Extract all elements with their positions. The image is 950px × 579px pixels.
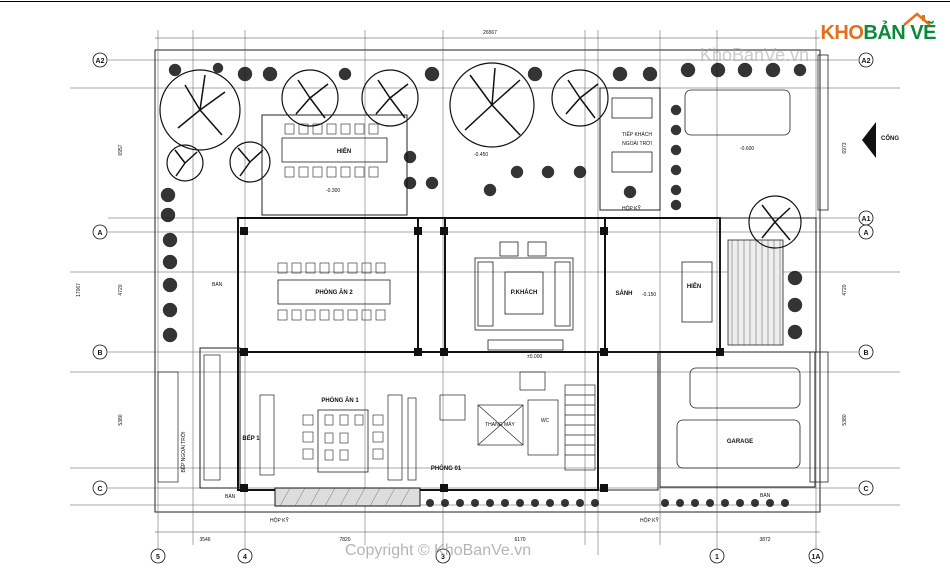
label-ban-1: BÀN — [225, 493, 236, 500]
dim-bottom-3: 6170 — [514, 537, 525, 543]
label-ban-2: BÀN — [760, 492, 771, 499]
room-label-hien-right: HIÊN — [687, 282, 701, 290]
label-cong: CỔNG — [881, 135, 899, 142]
khobanve-logo: KHO BẢN VẼ — [820, 12, 936, 45]
label-ban-3: BÀN — [212, 281, 223, 288]
room-label-phong-an-2: PHÒNG ĂN 2 — [315, 288, 353, 296]
room-label-ngoai-troi: NGOÀI TRỜI — [622, 140, 652, 147]
elev-mark-1: -0.300 — [326, 188, 340, 194]
room-label-tiep-khach: TIẾP KHÁCH — [622, 131, 652, 138]
dim-bottom-1: 3546 — [199, 537, 210, 543]
dim-bottom-4: 3872 — [759, 537, 770, 543]
room-label-phong-an-1: PHÒNG ĂN 1 — [321, 396, 359, 404]
grid-axis-1: 1 — [715, 554, 719, 561]
grid-axis-a2-left: A2 — [96, 58, 105, 65]
grid-axis-a1-right: A1 — [862, 216, 871, 223]
grid-axis-3: 3 — [441, 554, 445, 561]
grid-axis-a2-right: A2 — [862, 58, 871, 65]
room-label-phong-khach: P.KHÁCH — [511, 289, 538, 296]
grid-axis-a-left: A — [97, 230, 102, 237]
logo-text-banve: BẢN VẼ — [863, 22, 936, 44]
dim-right-3: 5380 — [842, 414, 848, 425]
watermark-top: KhoBanVe.vn — [700, 45, 810, 65]
grid-axis-c-right: C — [863, 486, 868, 493]
dim-bottom-2: 7820 — [339, 537, 350, 543]
label-hop-ky-2: HỘP KỸ — [640, 517, 659, 524]
elev-mark-5: -0.450 — [474, 152, 488, 158]
room-label-thang-may: THANG MÁY — [485, 421, 515, 428]
grid-axis-4: 4 — [243, 554, 247, 561]
elev-mark-2: ±0.000 — [527, 354, 542, 360]
grid-axis-b-right: B — [863, 350, 868, 357]
dim-left-2: 17067 — [76, 283, 82, 297]
room-label-sanh: SẢNH — [615, 290, 632, 297]
grid-axis-c-left: C — [97, 486, 102, 493]
room-label-bep: BẾP 1 — [242, 435, 260, 442]
grid-axis-5: 5 — [156, 554, 160, 561]
label-hop-ky-1: HỘP KỸ — [270, 517, 289, 524]
room-label-hien-top: HIÊN — [337, 147, 351, 155]
grid-axis-a-right: A — [863, 230, 868, 237]
dim-left-4: 5380 — [118, 414, 124, 425]
watermark-copyright: Copyright © KhoBanVe.vn — [345, 542, 532, 559]
room-label-wc: WC — [541, 418, 550, 424]
logo-text-kho: KHO — [820, 22, 864, 44]
label-hop-ky-3: HỘP KỸ — [622, 205, 641, 212]
room-label-garage: GARAGE — [727, 439, 753, 445]
dim-total: 26567 — [483, 30, 497, 36]
dim-right-2: 4720 — [842, 284, 848, 295]
elev-mark-4: -0.150 — [642, 292, 656, 298]
grid-axis-1a: 1A — [812, 554, 821, 561]
room-label-bep-ngoai-troi: BẾP NGOÀI TRỜI — [180, 431, 187, 472]
room-label-phong-01: PHÒNG 01 — [431, 464, 462, 472]
entrance-arrow-icon — [862, 122, 876, 158]
dim-left-3: 4720 — [118, 284, 124, 295]
elev-mark-3: -0.600 — [740, 146, 754, 152]
grid-axis-b-left: B — [97, 350, 102, 357]
house-roof-icon — [903, 12, 931, 26]
dim-right-1: 6973 — [842, 142, 848, 153]
dim-left-1: 6957 — [118, 144, 124, 155]
